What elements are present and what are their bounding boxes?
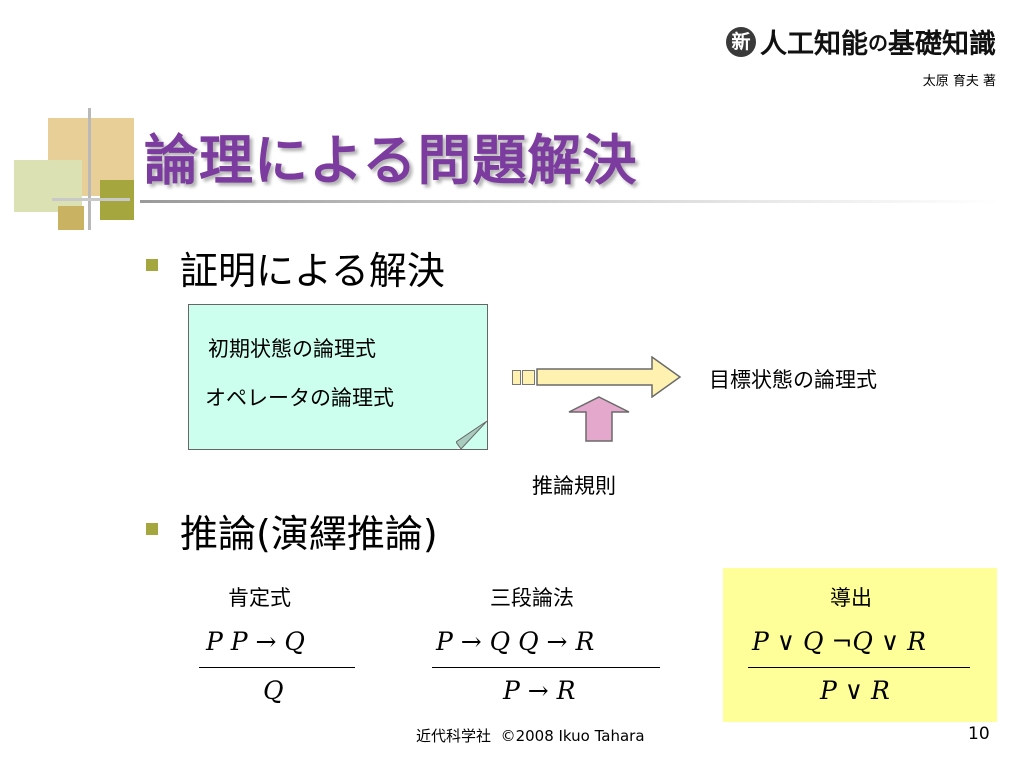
rule-name-syllogism: 三段論法: [490, 586, 574, 610]
resolution-highlight-box: [723, 568, 997, 722]
corner-decoration-block: [14, 160, 82, 212]
slide-title: 論理による問題解決: [144, 129, 638, 192]
rule-premise-resolution: P ∨ Q ¬Q ∨ R: [752, 627, 926, 656]
fraction-line: [199, 667, 355, 668]
goal-state-label: 目標状態の論理式: [709, 368, 877, 392]
bullet-icon: [146, 259, 158, 271]
new-badge: 新: [726, 26, 756, 57]
book-title-part2: 基礎知識: [888, 29, 996, 60]
footer: 近代科学社 ©2008 Ikuo Tahara: [416, 725, 645, 746]
corner-decoration-line: [52, 198, 130, 201]
note-box: [188, 304, 488, 450]
up-arrow-icon: [568, 396, 630, 442]
bullet-inference: 推論(演繹推論): [180, 512, 438, 556]
title-underline: [140, 200, 1000, 203]
rule-conclusion-resolution: P ∨ R: [820, 676, 890, 705]
fraction-line: [432, 667, 660, 668]
note-line-operator: オペレータの論理式: [205, 386, 394, 410]
book-title-part1: 人工知能: [760, 29, 868, 60]
right-arrow-icon: [536, 356, 682, 398]
book-title-particle: の: [868, 31, 888, 55]
arrow-tail-mark: [522, 370, 535, 385]
footer-publisher: 近代科学社: [416, 727, 492, 745]
corner-decoration-block: [58, 206, 84, 230]
inference-rule-label: 推論規則: [532, 474, 616, 498]
rule-name-modus-ponens: 肯定式: [228, 586, 291, 610]
note-line-initial-state: 初期状態の論理式: [208, 337, 376, 361]
page-number: 10: [968, 724, 990, 744]
arrow-tail-mark: [512, 370, 521, 385]
author: 太原 育夫 著: [922, 74, 996, 89]
footer-copyright: ©2008 Ikuo Tahara: [500, 727, 645, 745]
book-title: 新 人工知能 の 基礎知識: [726, 22, 996, 61]
rule-premise-modus-ponens: P P → Q: [206, 627, 305, 656]
rule-premise-syllogism: P → Q Q → R: [436, 627, 595, 656]
note-fold-icon: [456, 419, 488, 450]
bullet-icon: [146, 523, 158, 535]
fraction-line: [748, 667, 970, 668]
rule-conclusion-syllogism: P → R: [503, 676, 576, 705]
corner-decoration-line: [88, 108, 91, 230]
bullet-proof: 証明による解決: [180, 249, 445, 293]
rule-name-resolution: 導出: [830, 586, 872, 610]
rule-conclusion-modus-ponens: Q: [263, 676, 284, 705]
